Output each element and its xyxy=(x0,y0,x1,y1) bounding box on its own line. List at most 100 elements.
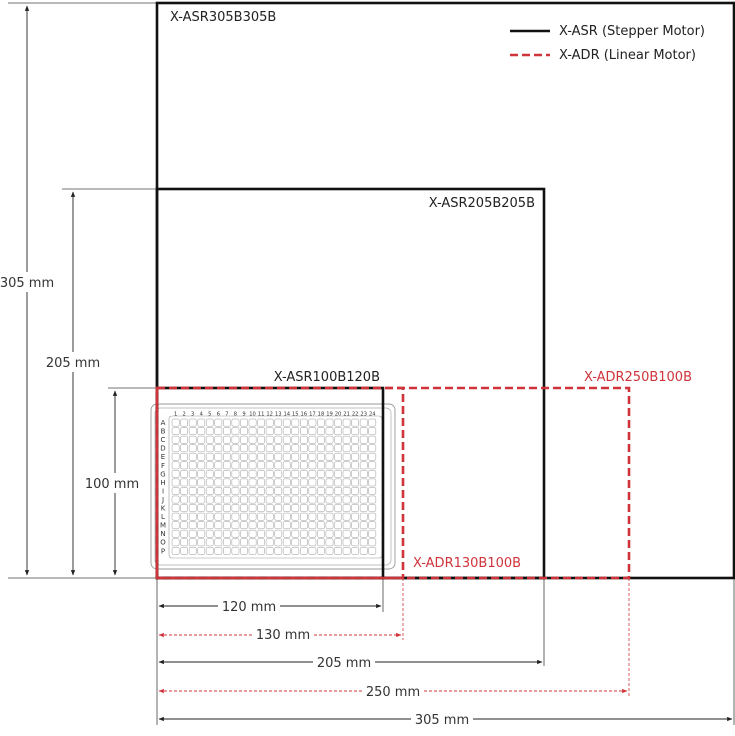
plate-well xyxy=(334,512,342,521)
plate-well xyxy=(231,487,240,495)
plate-well xyxy=(240,504,248,512)
plate-well xyxy=(171,435,180,444)
plate-well xyxy=(188,521,197,530)
plate-well xyxy=(180,478,189,487)
plate-well xyxy=(342,547,351,555)
plate-well xyxy=(368,461,377,470)
dim-label-100-vertical: 100 mm xyxy=(85,477,139,492)
plate-well xyxy=(308,470,317,478)
plate-well xyxy=(342,487,351,495)
plate-well xyxy=(300,504,308,512)
dimension-120-horizontal: 120 mm xyxy=(158,597,382,615)
plate-well xyxy=(180,487,189,495)
plate-well xyxy=(248,495,257,504)
plate-well xyxy=(197,529,206,538)
plate-column-label: 3 xyxy=(191,412,194,418)
plate-well xyxy=(240,529,248,538)
plate-well xyxy=(223,418,231,427)
plate-well xyxy=(223,504,231,512)
plate-well xyxy=(368,521,377,530)
plate-well xyxy=(300,435,308,444)
plate-well xyxy=(325,461,334,470)
plate-well xyxy=(334,504,342,512)
plate-column-label: 17 xyxy=(309,412,316,418)
plate-well xyxy=(359,418,368,427)
plate-well xyxy=(171,504,180,512)
plate-well xyxy=(240,452,248,461)
plate-well xyxy=(231,418,240,427)
plate-well xyxy=(300,495,308,504)
plate-well xyxy=(214,512,223,521)
plate-well xyxy=(188,427,197,435)
plate-well xyxy=(282,427,291,435)
plate-well xyxy=(368,418,377,427)
plate-well xyxy=(282,538,291,547)
plate-well xyxy=(334,547,342,555)
plate-well xyxy=(291,435,300,444)
plate-well xyxy=(359,444,368,453)
plate-well xyxy=(325,504,334,512)
plate-well xyxy=(282,512,291,521)
plate-well xyxy=(205,512,214,521)
plate-well xyxy=(180,504,189,512)
plate-well xyxy=(274,529,283,538)
plate-well xyxy=(240,538,248,547)
plate-well xyxy=(171,512,180,521)
plate-well xyxy=(171,521,180,530)
plate-well xyxy=(325,427,334,435)
plate-well xyxy=(171,470,180,478)
plate-well xyxy=(188,461,197,470)
plate-column-label: 2 xyxy=(182,412,185,418)
plate-well xyxy=(223,538,231,547)
plate-well xyxy=(214,529,223,538)
plate-well xyxy=(308,521,317,530)
plate-well xyxy=(248,512,257,521)
plate-well xyxy=(351,427,359,435)
plate-well xyxy=(197,435,206,444)
plate-well xyxy=(368,529,377,538)
plate-well xyxy=(223,547,231,555)
plate-well xyxy=(351,435,359,444)
plate-well xyxy=(240,547,248,555)
plate-well xyxy=(291,521,300,530)
dim-label-130: 130 mm xyxy=(256,628,310,643)
plate-well xyxy=(359,495,368,504)
plate-well xyxy=(308,444,317,453)
plate-well xyxy=(171,452,180,461)
plate-well xyxy=(240,435,248,444)
plate-well xyxy=(171,427,180,435)
plate-well xyxy=(325,495,334,504)
plate-well xyxy=(368,427,377,435)
stage-label-asr305: X-ASR305B305B xyxy=(170,10,276,25)
plate-well xyxy=(197,487,206,495)
plate-well xyxy=(205,521,214,530)
plate-well xyxy=(223,444,231,453)
plate-well xyxy=(308,427,317,435)
vertical-extension-lines xyxy=(8,2,157,579)
plate-well xyxy=(265,435,274,444)
plate-well xyxy=(188,547,197,555)
plate-well xyxy=(223,427,231,435)
plate-well xyxy=(257,521,265,530)
plate-well xyxy=(359,521,368,530)
plate-well xyxy=(240,470,248,478)
plate-well xyxy=(334,529,342,538)
plate-well xyxy=(205,538,214,547)
plate-well xyxy=(274,487,283,495)
plate-well xyxy=(231,470,240,478)
plate-well xyxy=(274,478,283,487)
plate-well xyxy=(334,487,342,495)
plate-well xyxy=(257,547,265,555)
plate-well xyxy=(325,444,334,453)
plate-well xyxy=(359,427,368,435)
plate-column-label: 15 xyxy=(292,412,299,418)
plate-well xyxy=(231,444,240,453)
plate-well xyxy=(257,418,265,427)
plate-well xyxy=(334,478,342,487)
plate-well xyxy=(257,495,265,504)
plate-well xyxy=(282,495,291,504)
plate-well xyxy=(274,538,283,547)
plate-well xyxy=(197,470,206,478)
